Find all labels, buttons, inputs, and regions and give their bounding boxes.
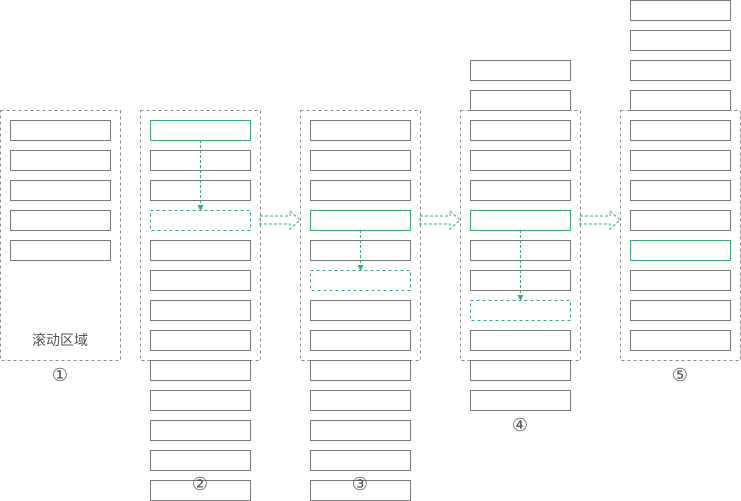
- list-item: [150, 270, 251, 291]
- list-item: [310, 420, 411, 441]
- list-item: [10, 150, 111, 171]
- list-item: [470, 150, 571, 171]
- list-item: [630, 120, 731, 141]
- list-item: [470, 120, 571, 141]
- list-item: [150, 330, 251, 351]
- list-item: [310, 390, 411, 411]
- stage-1: ①: [0, 110, 121, 386]
- list-item: [470, 360, 571, 381]
- drop-placeholder: [310, 270, 411, 291]
- list-item: [150, 450, 251, 471]
- list-item: [150, 300, 251, 321]
- stage-number-label: ②: [192, 474, 208, 495]
- stage-transition-arrow: [259, 209, 301, 231]
- stage-2: ②: [140, 110, 261, 501]
- dragged-list-item: [310, 210, 411, 231]
- list-item: [630, 150, 731, 171]
- list-item: [470, 390, 571, 411]
- list-item: [310, 360, 411, 381]
- scroll-viewport: [300, 110, 421, 361]
- list-item: [150, 240, 251, 261]
- list-item: [310, 180, 411, 201]
- list-item: [310, 300, 411, 321]
- list-item: [470, 180, 571, 201]
- list-item: [630, 330, 731, 351]
- list-item: [630, 180, 731, 201]
- scroll-viewport: [620, 110, 741, 361]
- stage-transition-arrow: [419, 209, 461, 231]
- list-item: [150, 420, 251, 441]
- list-item: [630, 270, 731, 291]
- stage-3: ③: [300, 110, 421, 501]
- list-item: [630, 0, 731, 21]
- dragged-list-item: [470, 210, 571, 231]
- list-item: [630, 30, 731, 51]
- list-item: [10, 240, 111, 261]
- list-item: [470, 60, 571, 81]
- drop-placeholder: [470, 300, 571, 321]
- list-item: [310, 120, 411, 141]
- stage-number-label: ③: [352, 474, 368, 495]
- list-item: [630, 210, 731, 231]
- list-item: [630, 60, 731, 81]
- list-item: [470, 330, 571, 351]
- dragged-list-item: [630, 240, 731, 261]
- list-item: [10, 120, 111, 141]
- list-item: [470, 90, 571, 111]
- stage-transition-arrow: [579, 209, 621, 231]
- list-item: [150, 360, 251, 381]
- list-item: [630, 90, 731, 111]
- scroll-area-label: 滚动区域: [32, 332, 88, 348]
- list-item: [10, 180, 111, 201]
- scroll-viewport: [140, 110, 261, 361]
- stage-number-label: ①: [52, 365, 68, 386]
- list-item: [310, 450, 411, 471]
- list-item: [310, 330, 411, 351]
- list-item: [10, 210, 111, 231]
- stage-number-label: ⑤: [672, 365, 688, 386]
- dragged-list-item: [150, 120, 251, 141]
- stage-5: ⑤: [620, 0, 741, 386]
- stage-4: ④: [460, 60, 581, 436]
- list-item: [630, 300, 731, 321]
- stage-number-label: ④: [512, 415, 528, 436]
- drop-placeholder: [150, 210, 251, 231]
- list-item: [150, 390, 251, 411]
- list-item: [310, 150, 411, 171]
- scroll-viewport: [0, 110, 121, 361]
